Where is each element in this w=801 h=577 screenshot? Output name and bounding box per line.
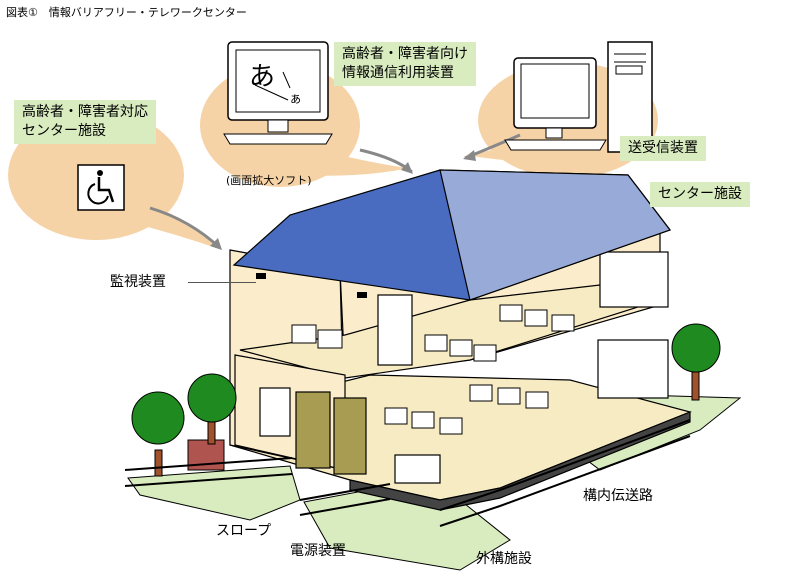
magnify-caption: (画面拡大ソフト)	[226, 174, 312, 187]
white-cabinet-upper	[599, 251, 669, 308]
bubble-tail-center	[300, 150, 410, 176]
callout-elderly-device: 高齢者・障害者向け 情報通信利用装置	[334, 42, 476, 86]
bubble-tail-left	[100, 195, 222, 250]
callout-elderly-device-line2: 情報通信利用装置	[342, 65, 454, 81]
power-unit-box	[394, 454, 441, 484]
figure-title: 図表① 情報バリアフリー・テレワークセンター	[6, 6, 247, 19]
tree-canopy	[131, 391, 185, 445]
building	[229, 229, 692, 511]
label-power-unit: 電源装置	[290, 543, 346, 559]
callout-center-facility: センター施設	[650, 182, 750, 207]
fences	[124, 419, 691, 527]
callout-elderly-facility-line2: センター施設	[22, 123, 106, 139]
label-slope: スロープ	[216, 523, 272, 539]
roof	[232, 169, 671, 301]
callout-transceiver: 送受信装置	[620, 136, 706, 161]
callout-elderly-facility: 高齢者・障害者対応 センター施設	[14, 100, 156, 144]
arrowheads	[210, 150, 476, 250]
wheelchair-icon	[97, 170, 103, 176]
wheelchair-sign	[77, 164, 125, 211]
tree-canopy	[671, 323, 721, 373]
white-cabinet-right	[597, 339, 669, 399]
tree-canopy	[187, 373, 237, 423]
label-internal-network: 構内伝送路	[583, 488, 653, 504]
entrance-door-left	[295, 391, 331, 469]
label-surveillance: 監視装置	[110, 274, 166, 290]
surveillance-cameras	[256, 273, 367, 298]
camera-icon	[256, 273, 266, 279]
callout-elderly-facility-line1: 高齢者・障害者対応	[22, 104, 148, 120]
monitor-glyph-small: ぁ	[289, 92, 303, 107]
monitor-glyph-large: あ	[249, 62, 276, 92]
label-exterior: 外構施設	[476, 551, 532, 567]
workstations	[291, 304, 575, 435]
tree-trunk	[154, 449, 163, 477]
magnifier-monitor	[223, 41, 333, 145]
tree-trunk	[691, 371, 700, 401]
leader-surveillance	[188, 282, 256, 283]
office-door	[377, 294, 413, 366]
camera-icon	[357, 292, 367, 298]
transceiver-computer	[504, 41, 653, 153]
trees	[131, 323, 721, 477]
entrance-door-right	[333, 397, 367, 475]
callout-elderly-device-line1: 高齢者・障害者向け	[342, 46, 468, 62]
white-cabinet-left	[259, 387, 291, 437]
slab-edge	[349, 411, 691, 511]
